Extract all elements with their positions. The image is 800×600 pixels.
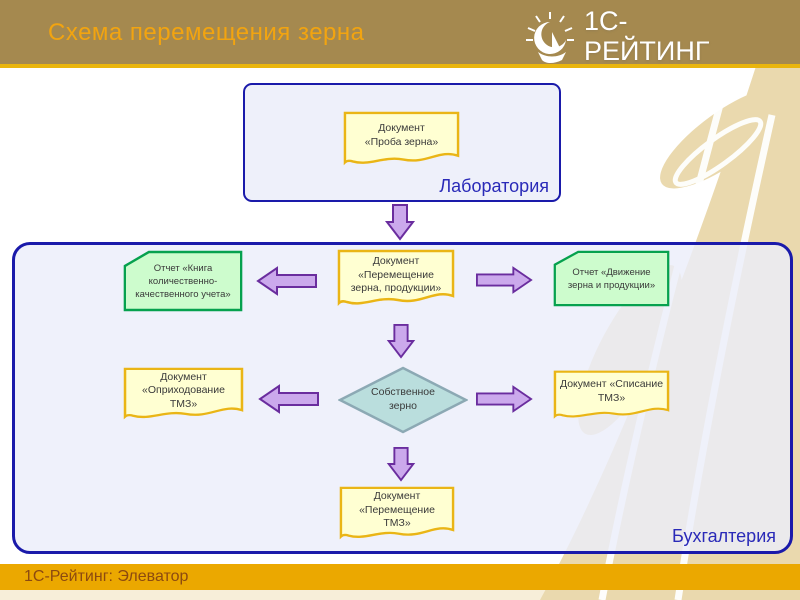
- accounting-label: Бухгалтерия: [672, 526, 776, 546]
- logo-text-line1: 1С-: [584, 6, 628, 36]
- arrow-down-lab-to-accounting-icon: [384, 204, 416, 241]
- doc-oprihodovanie-tmz: Документ «Оприходование ТМЗ»: [123, 367, 244, 424]
- arrow-down-to-decision-icon: [386, 323, 416, 359]
- bottom-strip: [0, 590, 800, 600]
- arrow-left-to-kniga-icon: [256, 266, 317, 296]
- doc-proba-zerna-text: Документ «Проба зерна»: [364, 122, 439, 148]
- sun-ship-logo-icon: [526, 12, 574, 63]
- report-shape: [123, 250, 243, 312]
- doc-peremeshenie-zerna-text: Документ «Перемещение зерна, продукции»: [350, 255, 442, 295]
- logo-text-line2: РЕЙТИНГ: [584, 36, 710, 67]
- arrow-down-to-peremeshenie-tmz-icon: [386, 446, 416, 482]
- header-bar: Схема перемещения зерна: [0, 0, 800, 64]
- report-kniga-ucheta: Отчет «Книга количественно- качественног…: [123, 250, 243, 312]
- footer-bar: 1С-Рейтинг: Элеватор: [0, 564, 800, 590]
- arrow-right-to-dvizhenie-icon: [476, 266, 533, 294]
- report-dvizhenie-zerna: Отчет «Движение зерна и продукции»: [553, 250, 670, 307]
- logo: 1С- РЕЙТИНГ: [524, 6, 709, 66]
- arrow-left-to-oprihodovanie-icon: [258, 384, 319, 414]
- report-kniga-ucheta-text: Отчет «Книга количественно- качественног…: [135, 263, 231, 300]
- doc-peremeshenie-zerna: Документ «Перемещение зерна, продукции»: [337, 249, 455, 311]
- diamond-shape: [338, 366, 468, 434]
- doc-peremeshenie-tmz-text: Документ «Перемещение ТМЗ»: [359, 490, 435, 530]
- document-shape: [343, 111, 460, 166]
- report-dvizhenie-zerna-text: Отчет «Движение зерна и продукции»: [567, 267, 656, 291]
- document-shape: [553, 370, 670, 419]
- decision-sobstvennoe-zerno-text: Собственное зерно: [371, 386, 435, 412]
- document-shape: [339, 486, 455, 540]
- decision-sobstvennoe-zerno: Собственное зерно: [338, 366, 468, 434]
- report-shape: [553, 250, 670, 307]
- doc-spisanie-tmz-text: Документ «Списание ТМЗ»: [559, 378, 664, 404]
- doc-spisanie-tmz: Документ «Списание ТМЗ»: [553, 370, 670, 423]
- doc-proba-zerna: Документ «Проба зерна»: [343, 111, 460, 170]
- header-divider: [0, 64, 800, 68]
- document-shape: [337, 249, 455, 307]
- document-shape: [123, 367, 244, 420]
- laboratory-label: Лаборатория: [439, 176, 549, 196]
- doc-peremeshenie-tmz: Документ «Перемещение ТМЗ»: [339, 486, 455, 544]
- arrow-right-to-spisanie-icon: [476, 385, 533, 413]
- logo-text: 1С- РЕЙТИНГ: [584, 6, 709, 66]
- footer-text: 1С-Рейтинг: Элеватор: [24, 568, 189, 585]
- slide-title: Схема перемещения зерна: [48, 19, 365, 46]
- doc-oprihodovanie-tmz-text: Документ «Оприходование ТМЗ»: [142, 370, 225, 410]
